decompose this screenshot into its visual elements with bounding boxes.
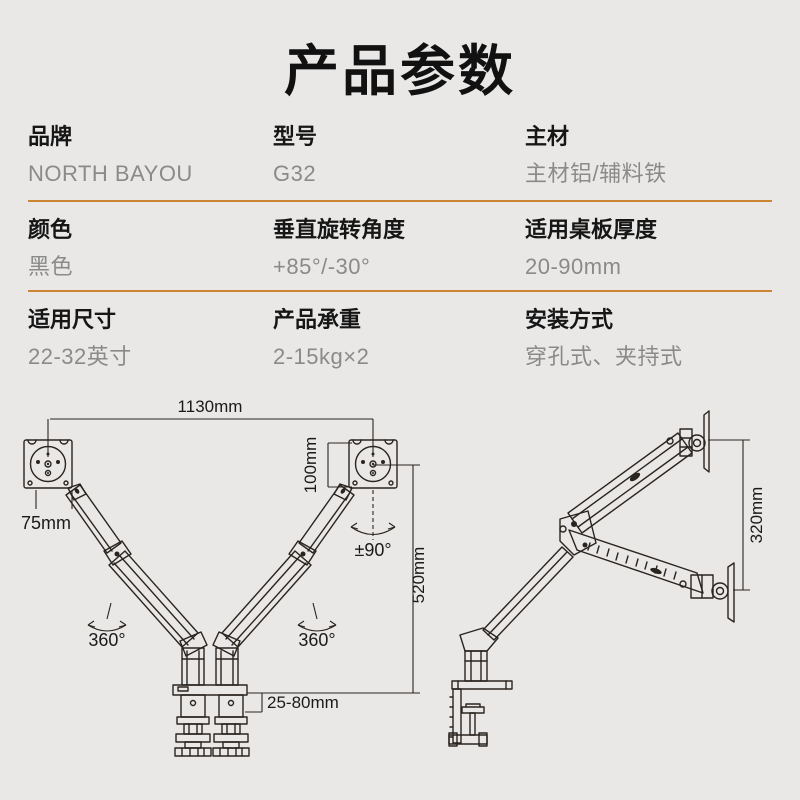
desk-base-and-clamps	[172, 684, 250, 757]
spec-value-material: 主材铝/辅料铁	[525, 161, 667, 186]
spec-cell: 型号 G32	[273, 122, 525, 200]
dim-column-height: 520mm	[409, 547, 428, 604]
dim-arm-rotation-right: 360°	[298, 630, 335, 650]
spec-value-mounting: 穿孔式、夹持式	[525, 344, 683, 369]
spec-label-brand: 品牌	[28, 124, 73, 149]
spec-cell: 颜色 黑色	[28, 215, 273, 290]
spec-row-2: 颜色 黑色 垂直旋转角度 +85°/-30° 适用桌板厚度 20-90mm	[28, 202, 772, 292]
elbow-joint	[559, 510, 597, 556]
spec-cell: 品牌 NORTH BAYOU	[28, 122, 273, 200]
spec-label-desk-thickness: 适用桌板厚度	[525, 217, 658, 242]
gas-spring-arm-up	[567, 432, 693, 534]
monitor-plate-up	[679, 410, 710, 473]
right-vesa-plate	[348, 439, 398, 489]
spec-cell: 适用桌板厚度 20-90mm	[525, 215, 772, 290]
left-arm	[65, 483, 208, 686]
spec-cell: 产品承重 2-15kg×2	[273, 305, 525, 382]
right-arm	[212, 483, 355, 686]
spec-value-load: 2-15kg×2	[273, 344, 370, 369]
column-and-clamp	[448, 546, 574, 747]
spec-label-mounting: 安装方式	[525, 307, 614, 332]
spec-cell: 主材 主材铝/辅料铁	[525, 122, 772, 200]
dim-vesa-width: 75mm	[21, 513, 71, 533]
dim-lift-range: 320mm	[747, 487, 766, 544]
spec-value-color: 黑色	[28, 254, 74, 279]
left-vesa-plate	[23, 439, 73, 489]
spec-label-material: 主材	[525, 124, 570, 149]
spec-row-1: 品牌 NORTH BAYOU 型号 G32 主材 主材铝/辅料铁	[28, 106, 772, 202]
front-view-diagram: 1130mm 75mm 100mm ±90° 520mm 360° 360° 2…	[21, 397, 428, 757]
rotation-arrows	[87, 522, 396, 632]
spec-value-screen-size: 22-32英寸	[28, 344, 132, 369]
spec-label-model: 型号	[273, 124, 318, 149]
spec-cell: 安装方式 穿孔式、夹持式	[525, 305, 772, 382]
dimension-lines	[35, 418, 420, 713]
dim-total-width: 1130mm	[178, 397, 243, 416]
dim-vesa-height: 100mm	[301, 437, 320, 494]
dim-head-swivel: ±90°	[354, 540, 391, 560]
dimension-lines	[708, 439, 750, 591]
spec-cell: 适用尺寸 22-32英寸	[28, 305, 273, 382]
side-view-diagram: 320mm	[448, 410, 766, 747]
spec-value-desk-thickness: 20-90mm	[525, 254, 622, 279]
spec-table: 品牌 NORTH BAYOU 型号 G32 主材 主材铝/辅料铁 颜色 黑色 垂…	[28, 106, 772, 382]
spec-value-tilt: +85°/-30°	[273, 254, 371, 279]
spec-label-tilt: 垂直旋转角度	[273, 217, 406, 242]
spec-row-3: 适用尺寸 22-32英寸 产品承重 2-15kg×2 安装方式 穿孔式、夹持式	[28, 292, 772, 382]
spec-label-load: 产品承重	[273, 307, 362, 332]
spec-label-color: 颜色	[28, 217, 73, 242]
dim-desk-thickness: 25-80mm	[267, 693, 339, 712]
spec-value-brand: NORTH BAYOU	[28, 161, 193, 186]
spec-cell: 垂直旋转角度 +85°/-30°	[273, 215, 525, 290]
gas-spring-arm-down	[568, 529, 704, 594]
monitor-plate-down	[690, 562, 735, 623]
spec-label-screen-size: 适用尺寸	[28, 307, 117, 332]
dim-arm-rotation-left: 360°	[88, 630, 125, 650]
spec-value-model: G32	[273, 161, 317, 186]
page-title: 产品参数	[283, 40, 516, 102]
